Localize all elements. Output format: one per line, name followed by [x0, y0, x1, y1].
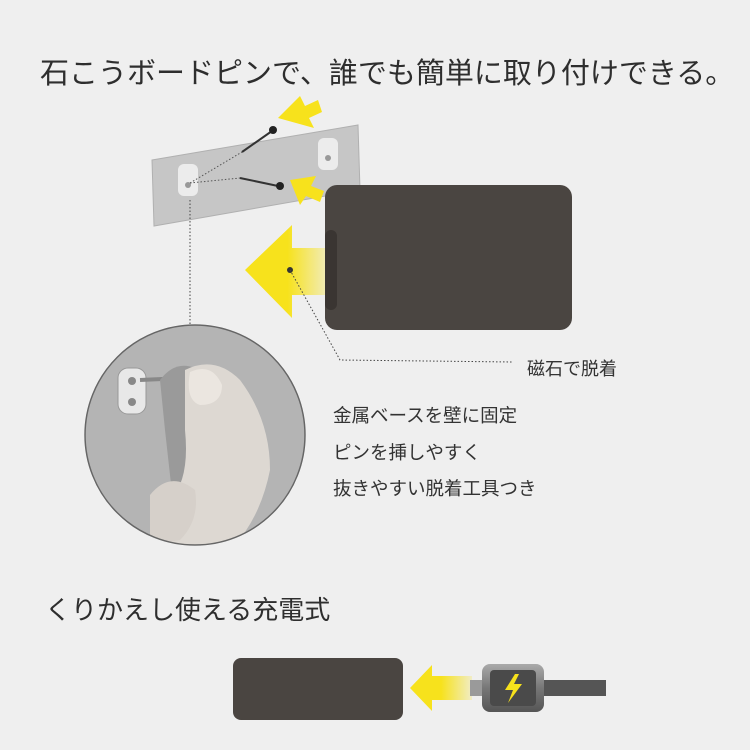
magnet-pad: [325, 185, 572, 330]
page-title: 石こうボードピンで、誰でも簡単に取り付けできる。: [40, 56, 735, 90]
battery-pad: [233, 658, 403, 720]
detail-circle-tool: [84, 324, 306, 546]
feature-line: 抜きやすい脱着工具つき: [333, 479, 537, 500]
metal-base-plate: [151, 124, 361, 227]
magnet-label: 磁石で脱着: [527, 359, 617, 380]
usb-cable-icon: [470, 664, 606, 712]
arrow-icon: [278, 96, 324, 205]
section-subtitle: くりかえし使える充電式: [45, 596, 331, 626]
pin-icon: [189, 126, 284, 190]
arrow-icon: [410, 665, 472, 711]
feature-line: 金属ベースを壁に固定: [333, 406, 518, 427]
feature-line: ピンを挿しやすく: [333, 443, 481, 464]
